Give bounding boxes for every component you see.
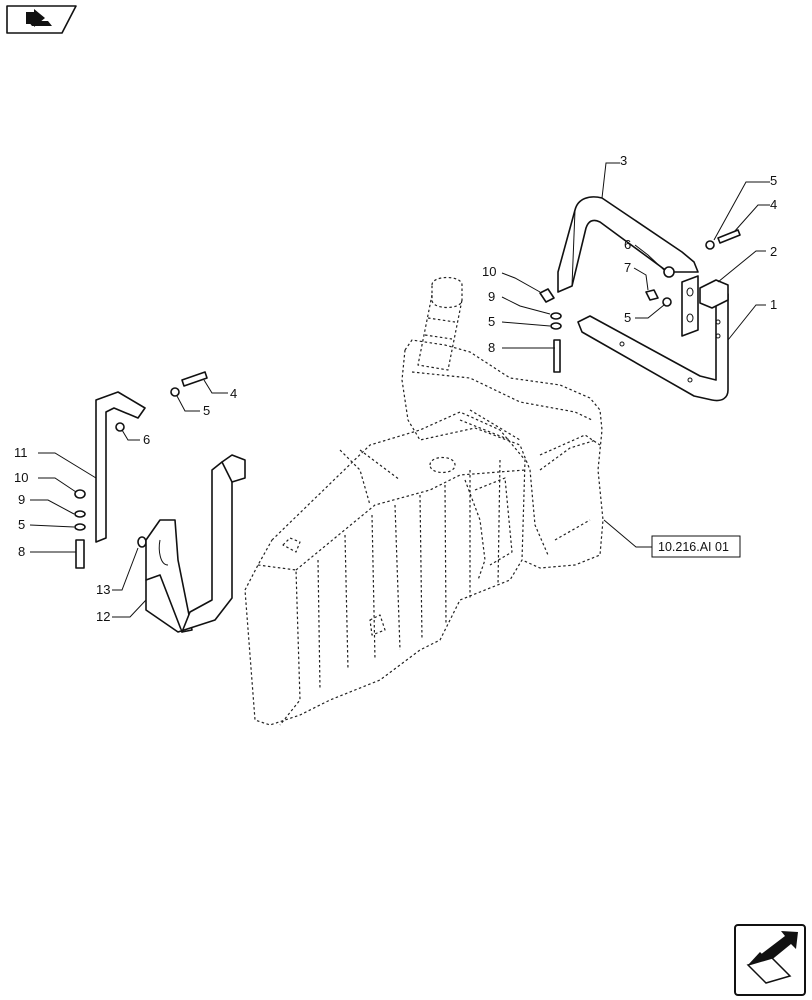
folder-arrow-icon[interactable]: [6, 5, 77, 34]
reference-label: 10.216.AI 01: [658, 540, 729, 554]
callout-8: 8: [488, 340, 495, 355]
callout-3: 3: [620, 153, 627, 168]
callout-2: 2: [770, 244, 777, 259]
callout-9: 9: [488, 289, 495, 304]
leader-lines: [29, 162, 770, 618]
callout-5: 5: [18, 517, 25, 532]
callout-7: 7: [624, 260, 631, 275]
plate-part-2: [681, 275, 699, 337]
callout-4: 4: [230, 386, 237, 401]
callout-9: 9: [18, 492, 25, 507]
callout-5: 5: [624, 310, 631, 325]
callout-8: 8: [18, 544, 25, 559]
callout-13: 13: [96, 582, 110, 597]
bracket-part-12: [145, 454, 246, 633]
callout-labels: 1 2 3 4 5 6 7 5 10 9 5 8 4 5 6 11 10 9 5…: [14, 153, 777, 624]
callout-11: 11: [14, 445, 28, 460]
fuel-tank-reference: [244, 276, 604, 726]
callout-5: 5: [770, 173, 777, 188]
callout-5: 5: [203, 403, 210, 418]
bracket-part-1: [577, 279, 729, 402]
callout-5: 5: [488, 314, 495, 329]
callout-10: 10: [14, 470, 28, 485]
callout-6: 6: [143, 432, 150, 447]
strap-part-3: [557, 196, 699, 293]
callout-12: 12: [96, 609, 110, 624]
fasteners-right: [539, 229, 741, 373]
next-page-arrow-icon[interactable]: [734, 924, 806, 996]
callout-1: 1: [770, 297, 777, 312]
strap-part-11: [95, 391, 146, 543]
callout-4: 4: [770, 197, 777, 212]
fasteners-left: [74, 371, 208, 569]
callout-6: 6: [624, 237, 631, 252]
callout-10: 10: [482, 264, 496, 279]
reference-link[interactable]: 10.216.AI 01: [651, 535, 741, 558]
